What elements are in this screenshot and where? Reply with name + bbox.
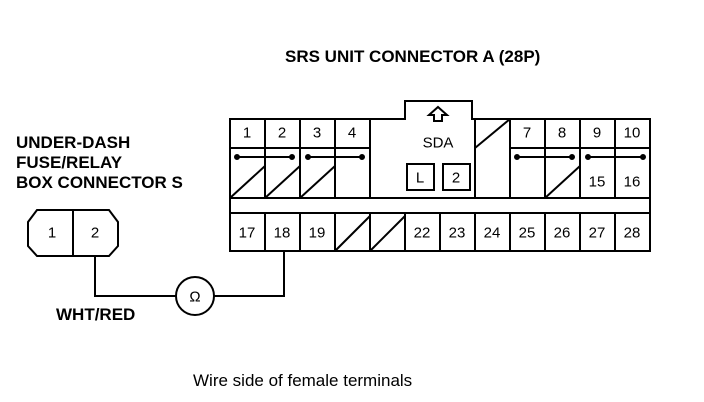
srs-pin-27: 27 xyxy=(589,225,606,242)
srs-pin-24: 24 xyxy=(484,225,501,242)
left-pin-2: 2 xyxy=(91,225,99,242)
left-pin-1: 1 xyxy=(48,225,56,242)
srs-connector-body xyxy=(229,100,651,252)
shorting-bars xyxy=(234,154,646,160)
srs-pin-3: 3 xyxy=(313,125,321,142)
diagram-caption: Wire side of female terminals xyxy=(193,371,412,390)
srs-pin-16: 16 xyxy=(624,174,641,191)
test-wiring xyxy=(94,251,285,316)
srs-pin-10: 10 xyxy=(624,125,641,142)
srs-pin-1: 1 xyxy=(243,125,251,142)
srs-pin-28: 28 xyxy=(624,225,641,242)
sda-box-l: L xyxy=(416,170,424,187)
ohmmeter-symbol: Ω xyxy=(189,289,200,306)
left-connector-label-line2: FUSE/RELAY xyxy=(16,153,123,172)
srs-pin-19: 19 xyxy=(309,225,326,242)
wire-color-label: WHT/RED xyxy=(56,305,135,324)
srs-pin-15: 15 xyxy=(589,174,606,191)
srs-pin-2: 2 xyxy=(278,125,286,142)
srs-pin-8: 8 xyxy=(558,125,566,142)
srs-pin-25: 25 xyxy=(519,225,536,242)
srs-pin-26: 26 xyxy=(554,225,571,242)
left-connector-label-line1: UNDER-DASH xyxy=(16,133,130,152)
srs-pin-17: 17 xyxy=(239,225,256,242)
srs-pin-22: 22 xyxy=(414,225,431,242)
srs-pin-9: 9 xyxy=(593,125,601,142)
left-connector xyxy=(27,209,119,257)
diagram-title: SRS UNIT CONNECTOR A (28P) xyxy=(285,47,540,66)
sda-label: SDA xyxy=(423,135,454,152)
sda-box-2: 2 xyxy=(452,170,460,187)
srs-pin-4: 4 xyxy=(348,125,356,142)
left-connector-label-line3: BOX CONNECTOR S xyxy=(16,173,183,192)
srs-pin-23: 23 xyxy=(449,225,466,242)
srs-pin-18: 18 xyxy=(274,225,291,242)
srs-pin-7: 7 xyxy=(523,125,531,142)
